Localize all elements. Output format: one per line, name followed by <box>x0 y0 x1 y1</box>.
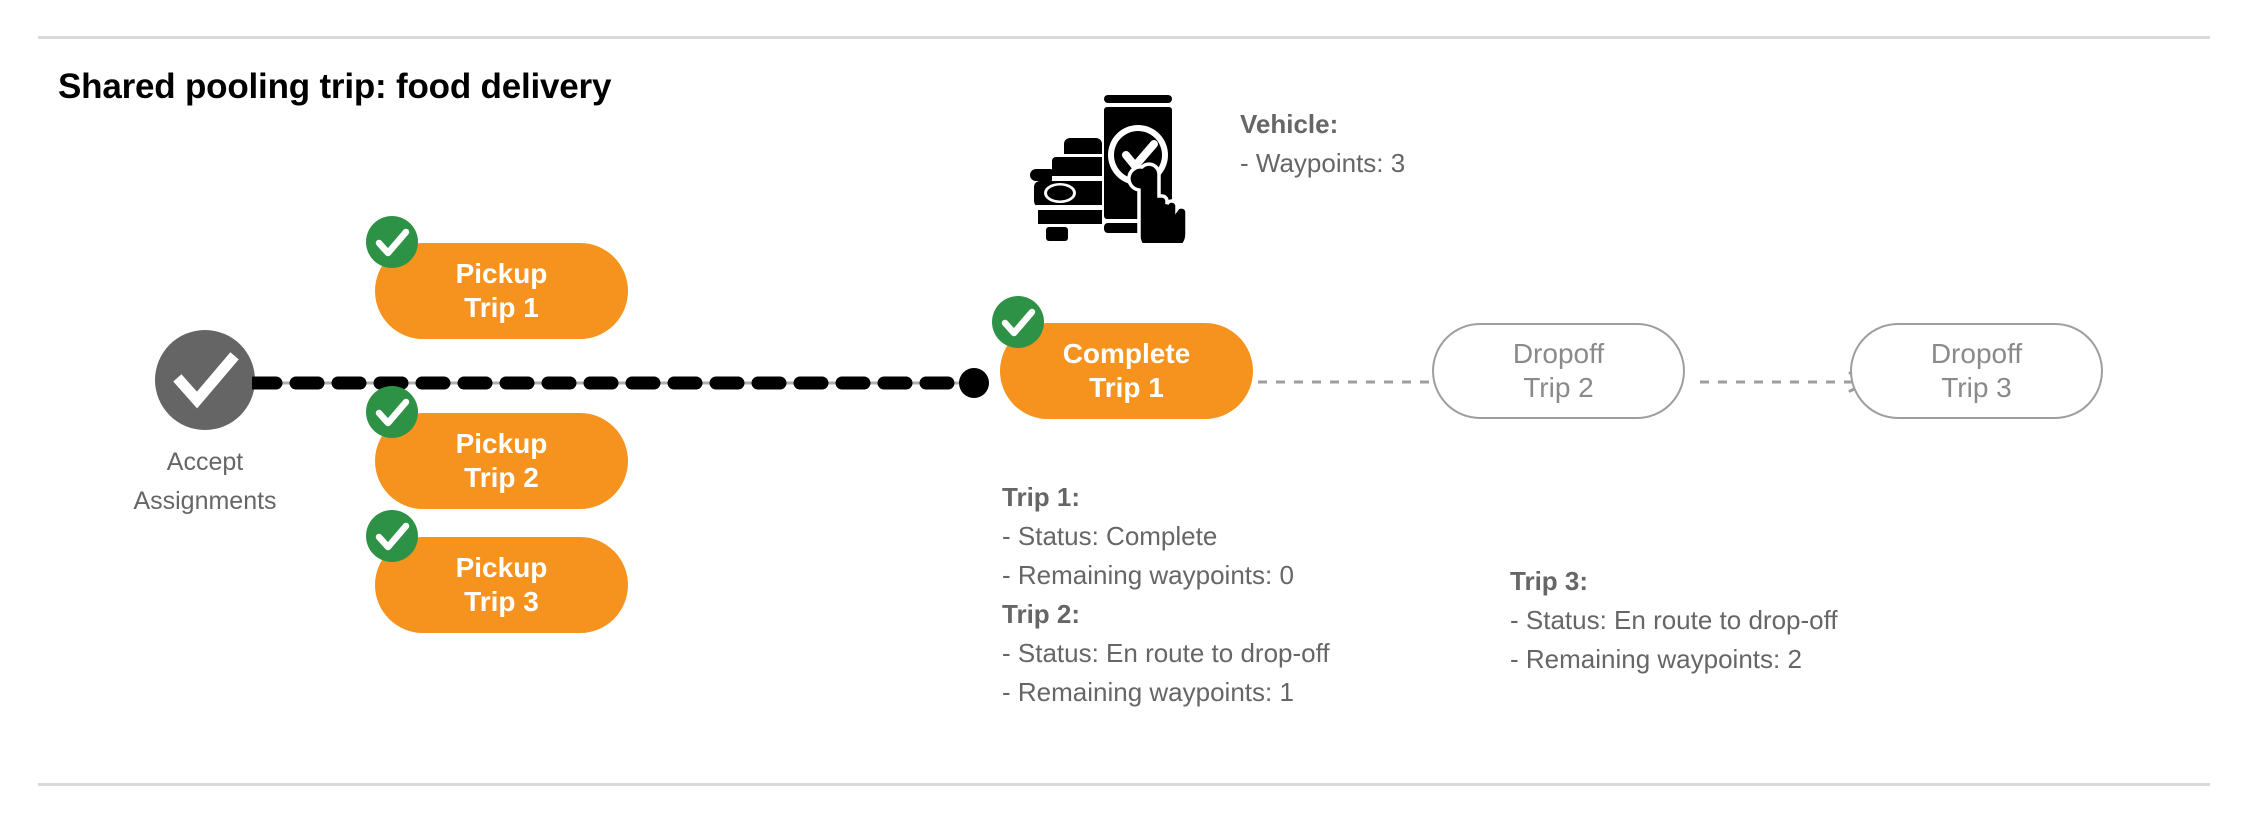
top-divider <box>38 36 2210 39</box>
trip3-heading: Trip 3: <box>1510 566 1589 596</box>
node-label-line1: Complete <box>1062 337 1191 369</box>
node-label-line2: Trip 2 <box>1523 372 1594 403</box>
node-label-line1: Pickup <box>455 257 548 289</box>
node-dropoff-trip-2[interactable]: Dropoff Trip 2 <box>1432 323 1685 419</box>
node-label-line1: Pickup <box>455 427 548 459</box>
trip-info-right: Trip 3: - Status: En route to drop-off -… <box>1510 562 1838 679</box>
accept-assignments-label: Accept Assignments <box>55 443 355 521</box>
accept-label-line1: Accept <box>166 448 244 476</box>
trip1-waypoints: - Remaining waypoints: 0 <box>1002 560 1294 590</box>
node-label-line2: Trip 2 <box>464 462 539 493</box>
page-title: Shared pooling trip: food delivery <box>58 67 612 106</box>
trip1-status: - Status: Complete <box>1002 521 1218 551</box>
trip2-status: - Status: En route to drop-off <box>1002 638 1330 668</box>
node-pickup-trip-1[interactable]: Pickup Trip 1 <box>375 243 628 339</box>
node-pickup-trip-2[interactable]: Pickup Trip 2 <box>375 413 628 509</box>
trip3-status: - Status: En route to drop-off <box>1510 605 1838 635</box>
trip-info-left: Trip 1: - Status: Complete - Remaining w… <box>1002 478 1330 712</box>
node-complete-trip-1[interactable]: Complete Trip 1 <box>1000 323 1253 419</box>
connector-accept-to-complete <box>247 366 992 400</box>
vehicle-info: Vehicle: - Waypoints: 3 <box>1240 105 1405 183</box>
check-badge-icon <box>366 216 418 268</box>
check-circle-icon <box>155 330 255 430</box>
vehicle-heading: Vehicle: <box>1240 109 1339 139</box>
check-badge-icon <box>992 296 1044 348</box>
node-label-line2: Trip 3 <box>464 586 539 617</box>
trip1-heading: Trip 1: <box>1002 482 1081 512</box>
check-badge-icon <box>366 510 418 562</box>
node-label-line2: Trip 1 <box>1089 372 1164 403</box>
accept-label-line2: Assignments <box>133 487 277 515</box>
trip2-heading: Trip 2: <box>1002 599 1081 629</box>
trip2-waypoints: - Remaining waypoints: 1 <box>1002 677 1294 707</box>
node-label-line1: Dropoff <box>1512 337 1605 369</box>
vehicle-waypoints: - Waypoints: 3 <box>1240 148 1406 178</box>
bottom-divider <box>38 783 2210 786</box>
node-label-line2: Trip 3 <box>1941 372 2012 403</box>
node-pickup-trip-3[interactable]: Pickup Trip 3 <box>375 537 628 633</box>
accept-assignments-node[interactable] <box>155 330 255 430</box>
check-badge-icon <box>366 386 418 438</box>
node-label-line2: Trip 1 <box>464 292 539 323</box>
node-dropoff-trip-3[interactable]: Dropoff Trip 3 <box>1850 323 2103 419</box>
car-phone-checkmark-tap-icon <box>1030 83 1190 254</box>
node-label-line1: Pickup <box>455 551 548 583</box>
trip3-waypoints: - Remaining waypoints: 2 <box>1510 644 1802 674</box>
node-label-line1: Dropoff <box>1930 337 2023 369</box>
